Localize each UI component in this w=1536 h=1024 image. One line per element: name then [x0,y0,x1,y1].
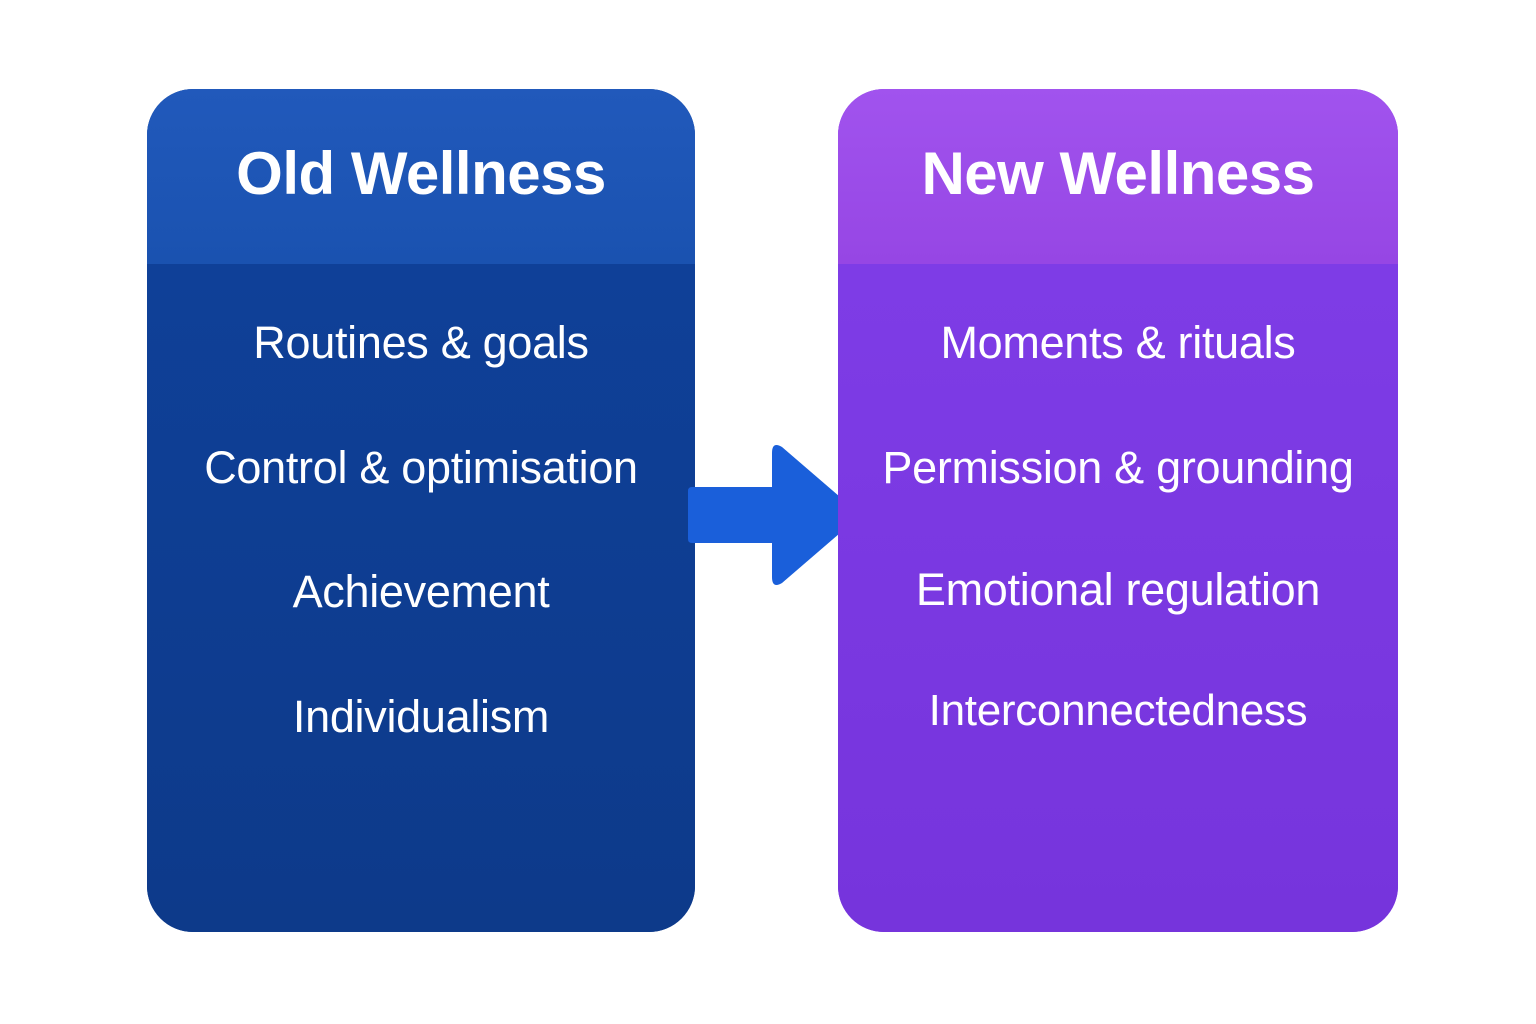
item-list-old-wellness: Routines & goals Control & optimisation … [173,298,669,746]
item-list-new-wellness: Moments & rituals Permission & grounding… [864,298,1372,739]
list-item: Control & optimisation [204,441,638,493]
list-item: Permission & grounding [882,441,1354,493]
list-item: Routines & goals [253,317,589,368]
list-item: Interconnectedness [928,685,1308,735]
right-arrow-icon [688,437,860,593]
card-header-old-wellness: Old Wellness [147,89,695,264]
card-header-new-wellness: New Wellness [838,89,1398,264]
card-old-wellness: Old Wellness Routines & goals Control & … [147,89,695,932]
list-item: Moments & rituals [940,317,1296,368]
card-new-wellness: New Wellness Moments & rituals Permissio… [838,89,1398,932]
list-item: Emotional regulation [915,564,1321,615]
card-body-new-wellness: Moments & rituals Permission & grounding… [838,264,1398,932]
card-title-new-wellness: New Wellness [921,140,1315,207]
list-item: Individualism [292,690,550,742]
card-body-old-wellness: Routines & goals Control & optimisation … [147,264,695,932]
card-title-old-wellness: Old Wellness [236,140,606,207]
list-item: Achievement [292,566,550,617]
